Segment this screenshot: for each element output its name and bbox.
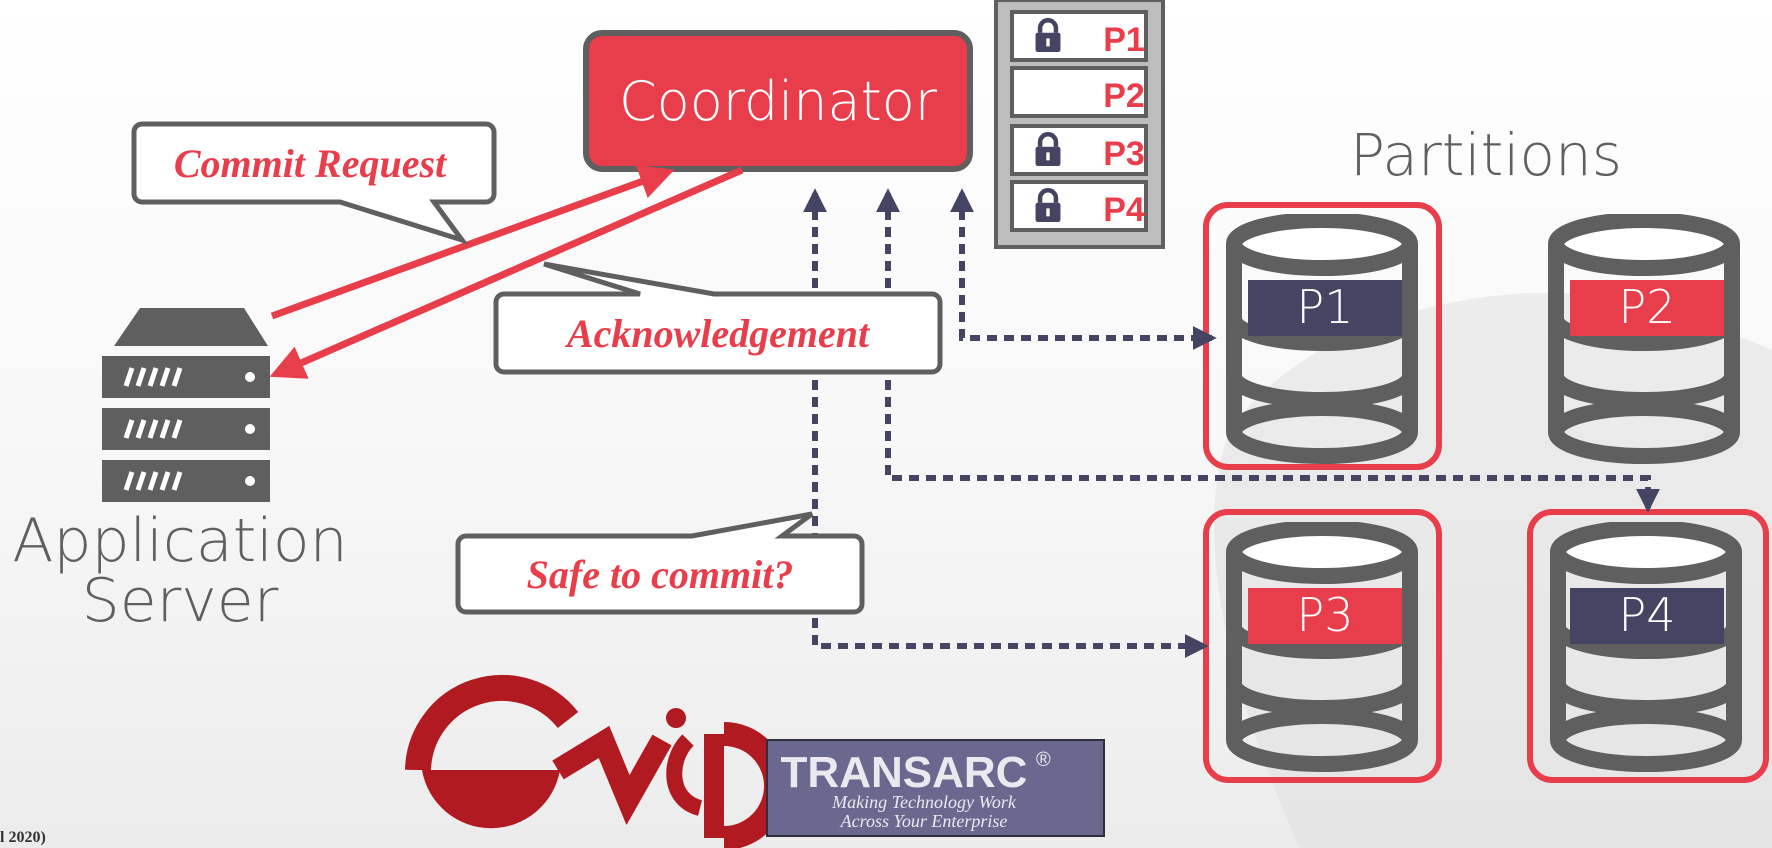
arrow-coordinator-to-p3 [803,188,1209,658]
lock-row-p1: P1 [1010,10,1148,62]
callout-label: Commit Request [174,141,448,186]
app-server-label-line2: Server [82,566,279,636]
callout-label: Safe to commit? [527,552,794,597]
lock-row-label: P3 [1103,135,1145,173]
omd-logo [405,674,788,848]
lock-row-label: P4 [1103,191,1145,229]
partition-label: P2 [1618,280,1675,334]
server-icon [102,308,270,502]
lock-row-p2: P2 [1010,66,1148,118]
coordinator-label: Coordinator [619,70,938,133]
red-arrows [269,165,744,379]
transarc-tagline2: Across Your Enterprise [840,811,1008,831]
partition-label: P4 [1618,588,1675,642]
lock-table: P1 P2 P3 P4 [994,0,1165,249]
partition-label: P3 [1296,588,1353,642]
app-server-label-line1: Application [12,506,347,576]
footnote: l 2020) [0,829,46,846]
lock-row-label: P1 [1103,21,1145,59]
callout-label: Acknowledgement [564,311,871,356]
transarc-mark: ® [1036,749,1051,771]
partition-label: P1 [1296,280,1353,334]
transarc-tagline1: Making Technology Work [831,792,1017,812]
lock-row-p3: P3 [1010,124,1148,176]
arrow-commit-request [270,165,675,320]
partitions-title: Partitions [1350,121,1622,189]
lock-row-p4: P4 [1010,180,1148,232]
callout-commit-request: Commit Request [131,121,497,245]
callout-acknowledgement: Acknowledgement [493,261,943,375]
transarc-name: TRANSARC [781,748,1028,797]
coordinator-box: Coordinator [583,30,973,172]
arrow-acknowledgement [269,166,744,379]
callout-safe-to-commit: Safe to commit? [455,511,865,615]
lock-row-label: P2 [1103,77,1145,115]
transarc-logo: TRANSARC ® Making Technology Work Across… [766,739,1105,837]
